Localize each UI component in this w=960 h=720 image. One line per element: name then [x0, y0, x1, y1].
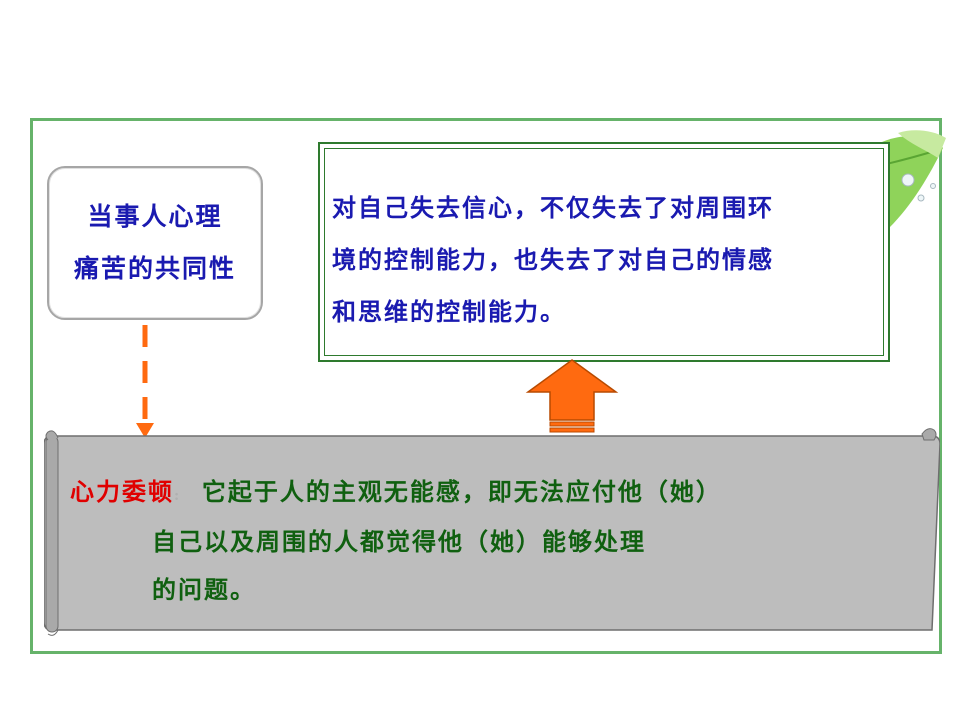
scroll-line2: 自己以及周围的人都觉得他（她）能够处理: [152, 527, 646, 556]
scroll-line3: 的问题。: [152, 575, 256, 604]
topic-label-line1: 当事人心理: [87, 202, 223, 231]
definition-box: 对自己失去信心，不仅失去了对周围环 境的控制能力，也失去了对自己的情感 和思维的…: [318, 142, 890, 362]
dashed-down-arrow: [136, 325, 154, 438]
up-arrow: [525, 359, 619, 433]
term-colon: :: [174, 488, 182, 504]
scroll-line1: 心力委顿: 它起于人的主观无能感，即无法应付他（她）: [70, 472, 722, 507]
definition-line2: 境的控制能力，也失去了对自己的情感: [332, 245, 774, 274]
scroll-banner: [44, 428, 940, 636]
topic-label-line2: 痛苦的共同性: [73, 254, 236, 283]
topic-label-box: 当事人心理 痛苦的共同性: [47, 166, 263, 320]
term-label: 心力委顿: [70, 477, 174, 506]
definition-box-inner-border: [324, 148, 884, 356]
scroll-line1-text: 它起于人的主观无能感，即无法应付他（她）: [201, 477, 722, 506]
slide-frame: [30, 118, 942, 654]
definition-line1: 对自己失去信心，不仅失去了对周围环: [332, 193, 774, 222]
definition-line3: 和思维的控制能力。: [332, 297, 566, 326]
